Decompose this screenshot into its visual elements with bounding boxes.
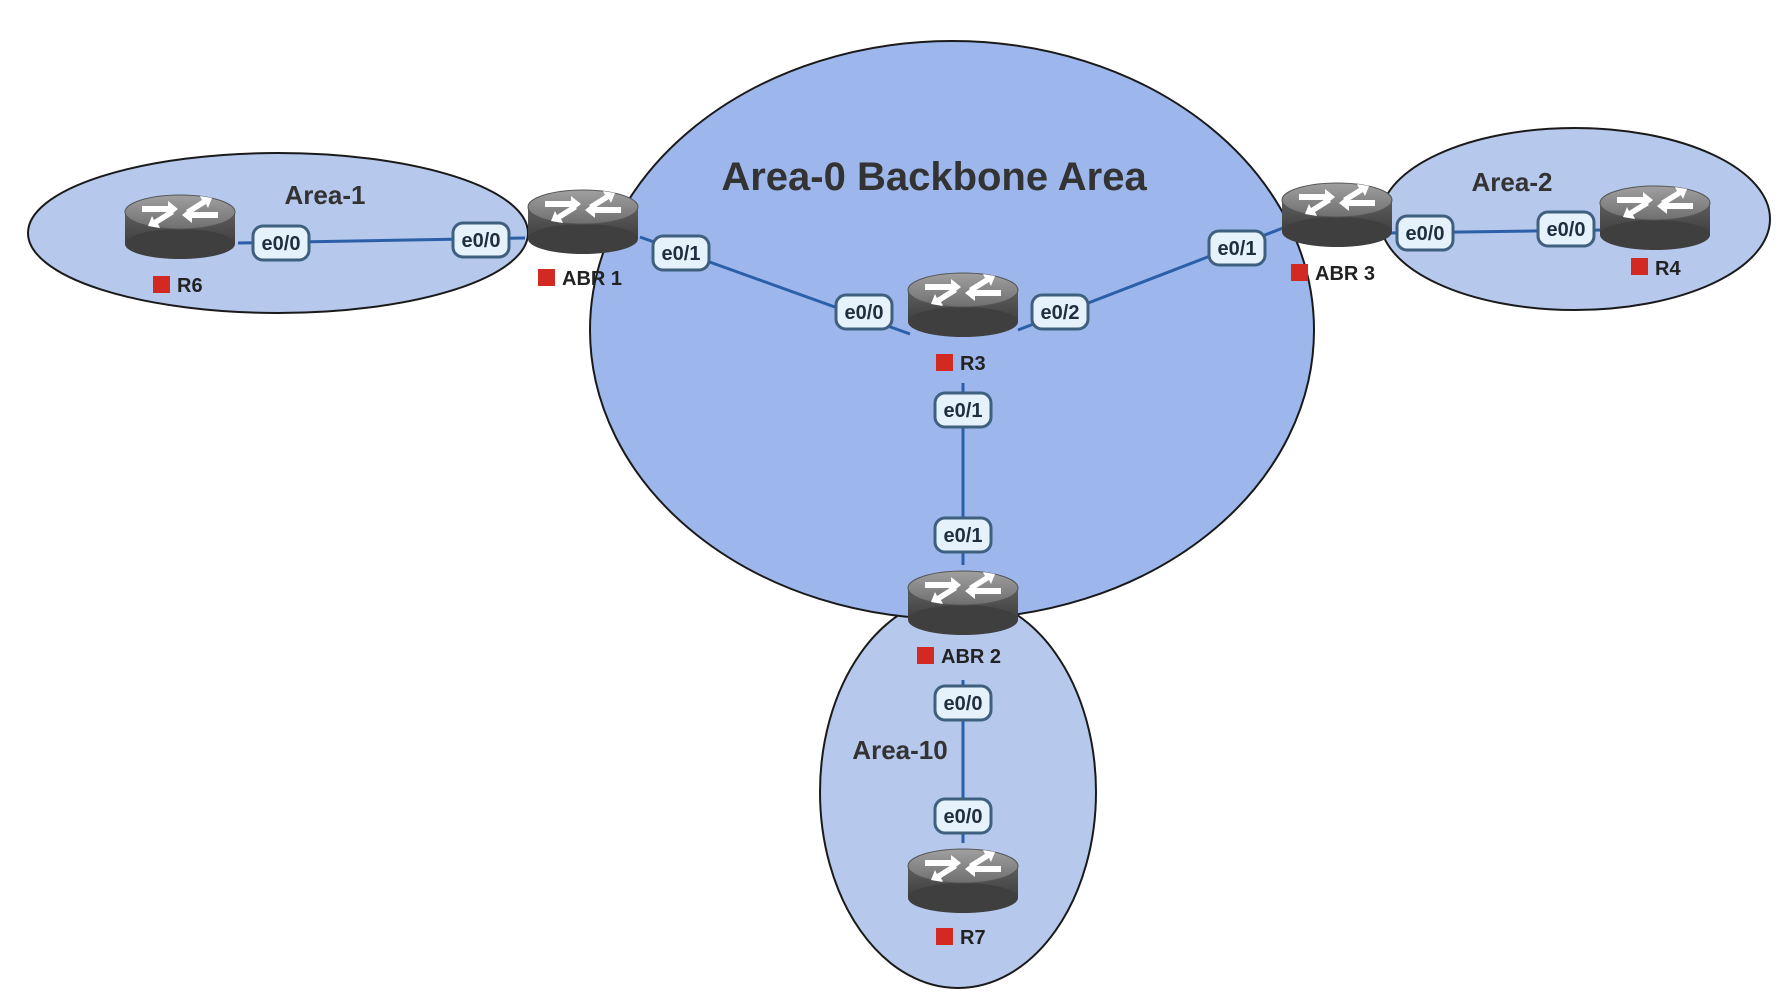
area-10-title: Area-10	[852, 735, 947, 765]
iface-label: e0/0	[1547, 219, 1586, 241]
status-indicator	[538, 269, 555, 286]
router-label: R6	[177, 275, 203, 297]
iface-pill	[933, 684, 993, 722]
status-indicator	[1291, 264, 1308, 281]
iface-r3-e02[interactable]: e0/2	[1030, 293, 1090, 331]
area-2-title: Area-2	[1472, 167, 1553, 197]
iface-pill	[1536, 210, 1596, 248]
iface-abr1-e00[interactable]: e0/0	[451, 221, 511, 259]
iface-abr3-e00[interactable]: e0/0	[1395, 214, 1455, 252]
iface-r3-e01[interactable]: e0/1	[933, 391, 993, 429]
iface-pill	[651, 234, 711, 272]
router-abr1[interactable]: ABR 1	[527, 189, 639, 290]
iface-abr1-e01[interactable]: e0/1	[651, 234, 711, 272]
status-indicator	[1631, 258, 1648, 275]
iface-pill	[933, 797, 993, 835]
iface-pill	[451, 221, 511, 259]
iface-pill	[933, 516, 993, 554]
router-label: ABR 1	[562, 268, 622, 290]
status-indicator	[936, 354, 953, 371]
iface-label: e0/0	[944, 693, 983, 715]
router-r6[interactable]: R6	[124, 194, 236, 297]
router-label: R7	[960, 927, 986, 949]
iface-abr2-e00[interactable]: e0/0	[933, 684, 993, 722]
iface-label: e0/0	[1406, 223, 1445, 245]
iface-label: e0/1	[944, 400, 983, 422]
router-icon	[124, 194, 236, 260]
iface-label: e0/0	[944, 806, 983, 828]
iface-label: e0/0	[262, 233, 301, 255]
iface-r6-e00[interactable]: e0/0	[251, 224, 311, 262]
iface-pill	[834, 293, 894, 331]
router-icon	[1599, 185, 1711, 251]
router-icon	[907, 848, 1019, 914]
status-indicator	[153, 276, 170, 293]
iface-r4-e00[interactable]: e0/0	[1536, 210, 1596, 248]
router-r7[interactable]: R7	[907, 848, 1019, 949]
router-label: R3	[960, 353, 986, 375]
iface-label: e0/1	[1218, 238, 1257, 260]
router-icon	[907, 570, 1019, 636]
router-icon	[527, 189, 639, 255]
iface-pill	[933, 391, 993, 429]
router-r3[interactable]: R3	[907, 272, 1019, 375]
iface-abr3-e01[interactable]: e0/1	[1207, 229, 1267, 267]
status-indicator	[917, 647, 934, 664]
router-icon	[1281, 182, 1393, 248]
iface-label: e0/0	[845, 302, 884, 324]
router-label: ABR 2	[941, 646, 1001, 668]
iface-label: e0/2	[1041, 302, 1080, 324]
area-1-title: Area-1	[285, 180, 366, 210]
iface-label: e0/0	[462, 230, 501, 252]
iface-label: e0/1	[662, 243, 701, 265]
router-icon	[907, 272, 1019, 338]
backbone-area-title: Area-0 Backbone Area	[721, 155, 1147, 199]
iface-label: e0/1	[944, 525, 983, 547]
router-abr2[interactable]: ABR 2	[907, 570, 1019, 668]
router-label: R4	[1655, 258, 1681, 280]
router-label: ABR 3	[1315, 263, 1375, 285]
iface-abr2-e01[interactable]: e0/1	[933, 516, 993, 554]
iface-r7-e00[interactable]: e0/0	[933, 797, 993, 835]
iface-pill	[251, 224, 311, 262]
iface-pill	[1207, 229, 1267, 267]
iface-r3-e00[interactable]: e0/0	[834, 293, 894, 331]
iface-pill	[1395, 214, 1455, 252]
iface-pill	[1030, 293, 1090, 331]
router-abr3[interactable]: ABR 3	[1281, 182, 1393, 285]
router-r4[interactable]: R4	[1599, 185, 1711, 280]
status-indicator	[936, 928, 953, 945]
